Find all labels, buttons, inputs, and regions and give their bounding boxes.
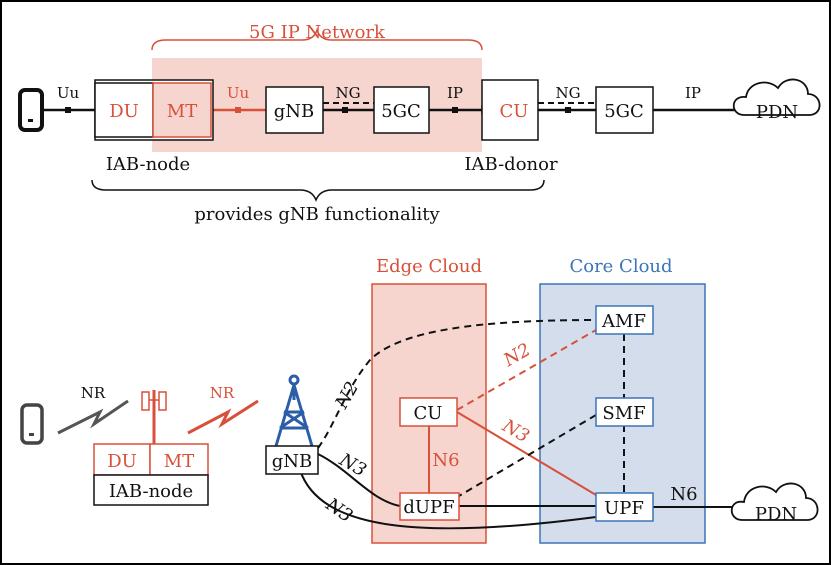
cloud-icon	[732, 78, 821, 116]
upf-label: UPF	[604, 498, 644, 519]
nr-left-label: NR	[81, 384, 106, 402]
uu-left-label: Uu	[57, 84, 80, 102]
connector-dots	[65, 107, 571, 113]
fivegc1-label: 5GC	[381, 101, 421, 122]
smf-box	[595, 397, 654, 427]
gnb-label: gNB	[274, 101, 315, 122]
cu-box	[481, 79, 539, 141]
edge-cloud-label: Edge Cloud	[376, 256, 482, 277]
mt-box	[152, 82, 212, 138]
uu-red-label: Uu	[227, 84, 250, 102]
upf-box	[595, 492, 654, 522]
ip2-label: IP	[685, 84, 701, 102]
fivegc2-box	[595, 86, 654, 134]
core-cloud-label: Core Cloud	[569, 256, 672, 277]
iab-node-bottom-label: IAB-node	[109, 481, 193, 502]
ng1-label: NG	[335, 84, 360, 102]
cu-bottom-label: CU	[414, 403, 443, 424]
gnb-box	[265, 86, 324, 134]
iab-node-bottom-box	[93, 474, 209, 506]
pdn-top-label: PDN	[756, 102, 798, 123]
fivegc2-label: 5GC	[604, 101, 644, 122]
du-bottom-label: DU	[107, 451, 137, 472]
functionality-brace	[91, 179, 545, 203]
antenna-icon	[141, 390, 167, 444]
ng2-label: NG	[555, 84, 580, 102]
cu-label: CU	[500, 101, 529, 122]
phone-icon	[20, 403, 44, 445]
lightning-icon	[57, 399, 129, 435]
dupf-box	[399, 492, 460, 521]
gnb-bottom-label: gNB	[272, 451, 313, 472]
mt-label: MT	[167, 101, 197, 122]
cu-bottom-box	[399, 397, 458, 427]
amf-box	[595, 305, 654, 335]
phone-icon	[18, 88, 44, 132]
lightning-icon	[187, 399, 259, 435]
network-brace	[151, 27, 483, 51]
functionality-caption: provides gNB functionality	[194, 204, 440, 225]
du-label: DU	[109, 101, 139, 122]
mt-bottom-label: MT	[164, 451, 194, 472]
amf-label: AMF	[601, 311, 646, 332]
n6-red-label: N6	[432, 450, 459, 471]
pdn-bottom-label: PDN	[755, 504, 797, 525]
fivegc1-box	[373, 86, 430, 134]
mt-bottom-box	[149, 443, 209, 476]
bottom-links	[299, 319, 742, 530]
network-title: 5G IP Network	[249, 22, 386, 43]
gnb-bottom-box	[265, 445, 319, 475]
iab-donor-label: IAB-donor	[464, 154, 558, 175]
n6-black-label: N6	[670, 484, 697, 505]
ip1-label: IP	[447, 84, 463, 102]
smf-label: SMF	[602, 403, 645, 424]
dupf-label: dUPF	[403, 497, 454, 518]
iab-node-top-label: IAB-node	[106, 154, 190, 175]
nr-red-label: NR	[210, 384, 235, 402]
tower-icon	[274, 374, 314, 447]
cloud-icon	[730, 482, 819, 521]
